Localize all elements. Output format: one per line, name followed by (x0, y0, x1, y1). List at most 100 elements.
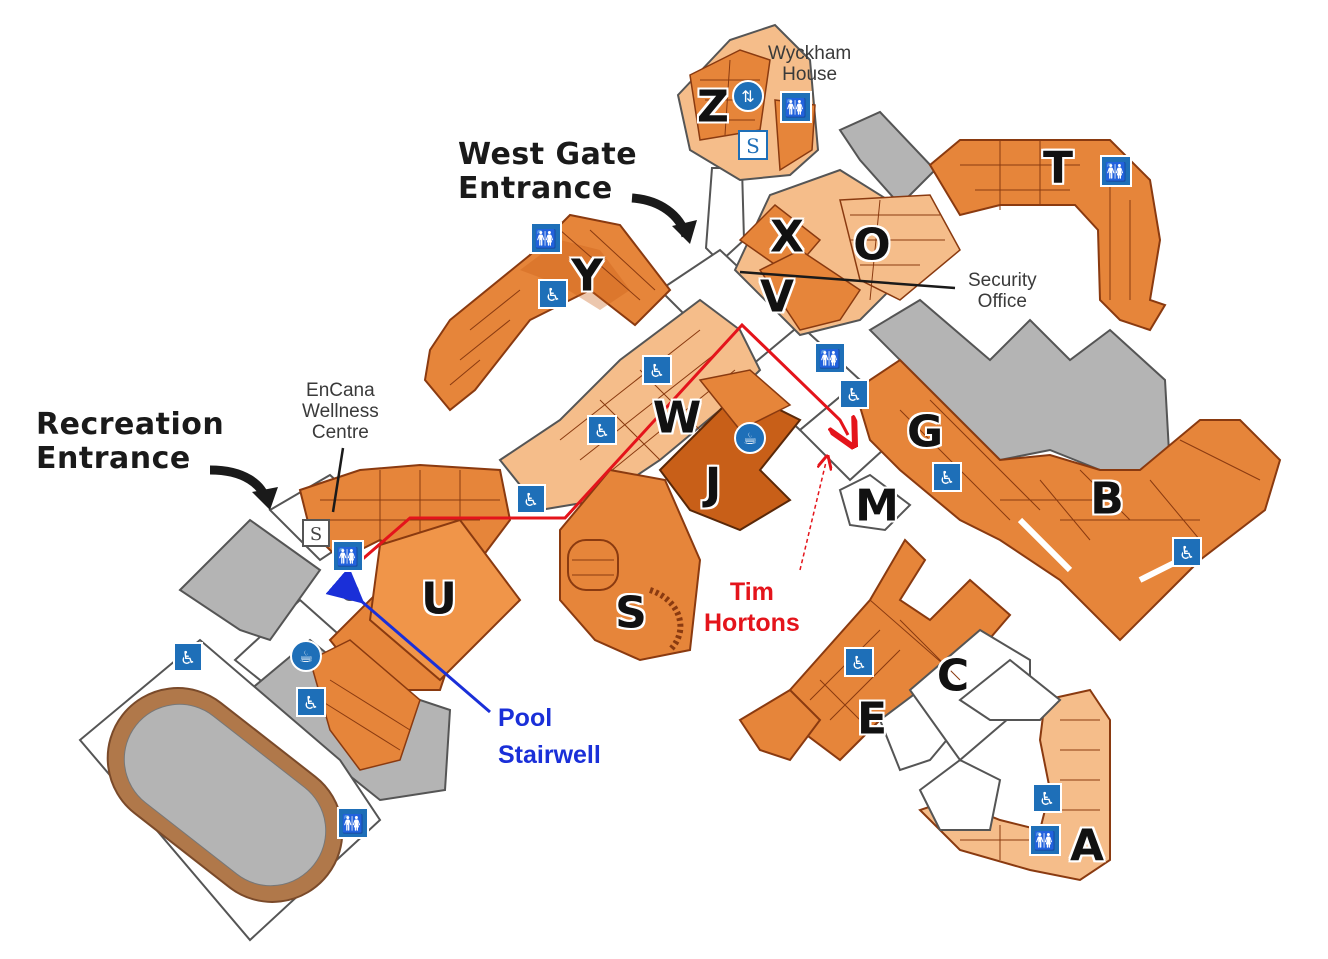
pool-stairwell-label: Pool Stairwell (498, 700, 601, 774)
wheelchair-icon: ♿ (1172, 537, 1202, 567)
sports-field (78, 638, 382, 942)
wheelchair-icon: ♿ (587, 415, 617, 445)
building-label-a: A (1069, 820, 1105, 872)
svg-text:♿: ♿ (594, 421, 610, 442)
west-gate-line2: Entrance (458, 171, 613, 206)
security-line1: Security (968, 270, 1037, 291)
svg-text:S: S (746, 134, 760, 158)
building-label-t: T (1042, 142, 1074, 194)
svg-text:♿: ♿ (851, 653, 867, 674)
svg-text:🚻: 🚻 (1034, 830, 1056, 852)
svg-text:♿: ♿ (545, 285, 561, 306)
recreation-entrance-label: Recreation Entrance (36, 408, 224, 476)
tim-hortons-line2: Hortons (704, 609, 800, 637)
building-label-c: C (936, 650, 970, 702)
tim-hortons-pointer (799, 462, 826, 571)
wyckham-line1: Wyckham (768, 43, 852, 64)
svg-text:🚻: 🚻 (337, 546, 359, 568)
building-label-e: E (856, 693, 888, 745)
route-to-tim-hortons (349, 322, 848, 572)
building-label-y: Y (571, 250, 603, 302)
tim-hortons-line1: Tim (729, 578, 774, 606)
stairs-icon: S (738, 130, 768, 160)
wheelchair-icon: ♿ (932, 462, 962, 492)
encana-line2: Wellness (302, 401, 379, 422)
security-office-label: Security Office (968, 270, 1037, 312)
building-label-j: J (704, 458, 722, 510)
restroom-icon: 🚻 (337, 807, 369, 839)
svg-text:♿: ♿ (523, 490, 539, 511)
building-label-v: V (759, 271, 795, 323)
building-xov-area (733, 168, 961, 337)
restroom-icon: 🚻 (530, 222, 562, 254)
svg-text:♿: ♿ (303, 693, 319, 714)
restroom-icon: 🚻 (1100, 155, 1132, 187)
restroom-icon: 🚻 (1029, 824, 1061, 856)
building-label-u: U (421, 573, 457, 625)
building-j-area (658, 369, 802, 532)
svg-text:♿: ♿ (180, 648, 196, 669)
building-s-area (559, 468, 702, 662)
food-icon: ☕ (734, 422, 766, 454)
west-gate-line1: West Gate (458, 137, 638, 172)
security-line2: Office (977, 291, 1027, 312)
pool-stairwell-pointer (325, 566, 491, 714)
building-label-s: S (615, 587, 647, 639)
svg-text:🚻: 🚻 (342, 813, 364, 835)
building-label-w: W (652, 392, 702, 444)
west-gate-entrance-label: West Gate Entrance (458, 138, 637, 206)
elevator-icon: ⇅ (732, 80, 764, 112)
tim-hortons-label: Tim Hortons (704, 577, 800, 639)
encana-line1: EnCana (306, 380, 375, 401)
svg-text:🚻: 🚻 (535, 228, 557, 250)
stairs-icon: S (302, 519, 330, 547)
building-label-g: G (906, 406, 944, 458)
encana-wellness-label: EnCana Wellness Centre (302, 380, 379, 443)
svg-text:🚻: 🚻 (819, 348, 841, 370)
building-a-area (918, 658, 1111, 882)
recreation-line1: Recreation (36, 407, 225, 442)
wheelchair-icon: ♿ (839, 379, 869, 409)
leader-lines (331, 270, 956, 513)
svg-text:♿: ♿ (1179, 543, 1195, 564)
svg-text:♿: ♿ (1039, 789, 1055, 810)
wheelchair-icon: ♿ (516, 484, 546, 514)
west-gate-arrowhead (672, 220, 697, 244)
svg-text:♿: ♿ (846, 385, 862, 406)
svg-text:♿: ♿ (939, 468, 955, 489)
building-gb-area (853, 298, 1282, 642)
encana-line3: Centre (311, 422, 369, 443)
building-label-b: B (1090, 473, 1124, 525)
wheelchair-icon: ♿ (642, 355, 672, 385)
svg-text:S: S (310, 524, 322, 545)
building-y-area (423, 213, 672, 412)
building-label-o: O (853, 219, 891, 271)
svg-text:☕: ☕ (743, 429, 757, 448)
building-m-area (838, 473, 912, 532)
recreation-arrowhead (252, 487, 278, 510)
wheelchair-icon: ♿ (296, 687, 326, 717)
svg-text:☕: ☕ (299, 647, 313, 666)
wheelchair-icon: ♿ (538, 279, 568, 309)
building-label-z: Z (697, 81, 729, 133)
svg-text:⇅: ⇅ (741, 87, 754, 106)
restroom-icon: 🚻 (780, 91, 812, 123)
svg-text:🚻: 🚻 (785, 97, 807, 119)
building-t-area (838, 110, 1167, 332)
pool-stairwell-marker (341, 583, 359, 601)
pool-line2: Stairwell (498, 741, 601, 769)
recreation-line2: Entrance (36, 441, 191, 476)
wyckham-house-label: Wyckham House (768, 43, 851, 85)
wheelchair-icon: ♿ (1032, 783, 1062, 813)
building-label-x: X (770, 211, 804, 263)
restroom-icon: 🚻 (332, 540, 364, 572)
svg-text:♿: ♿ (649, 361, 665, 382)
building-label-m: M (855, 480, 899, 532)
pool-line1: Pool (498, 704, 553, 732)
restroom-icon: 🚻 (814, 342, 846, 374)
wheelchair-icon: ♿ (173, 642, 203, 672)
wyckham-line2: House (782, 64, 838, 85)
wheelchair-icon: ♿ (844, 647, 874, 677)
food-icon: ☕ (290, 640, 322, 672)
